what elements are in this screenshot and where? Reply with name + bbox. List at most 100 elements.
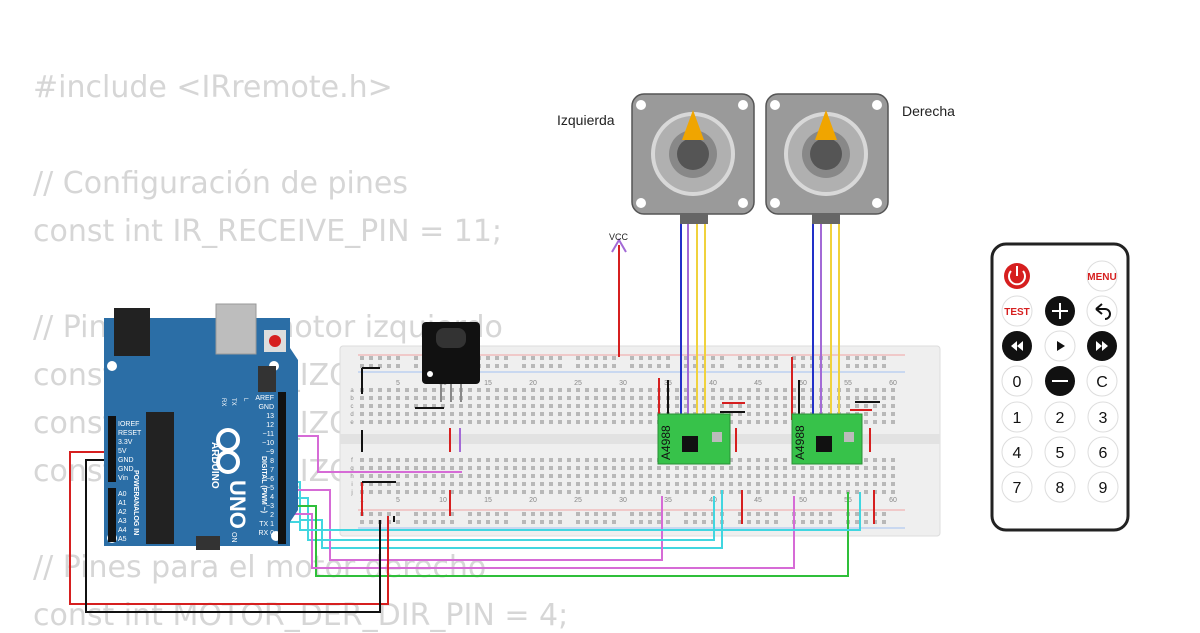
digit-label: 3 — [1099, 410, 1108, 427]
breadboard-column-label: 15 — [484, 497, 492, 504]
breadboard-column-label: 10 — [439, 497, 447, 504]
test-button — [1001, 295, 1033, 327]
digit-label: 5 — [1056, 445, 1065, 462]
digit-button[interactable] — [1044, 436, 1076, 468]
breadboard-column-label: 25 — [574, 380, 582, 387]
breadboard-row-label: a — [350, 388, 354, 394]
breadboard-column-label: 5 — [396, 380, 400, 387]
breadboard-row-label: f — [351, 458, 353, 464]
arduino-pin-label: 2 — [270, 512, 274, 519]
breadboard-column-label: 60 — [889, 497, 897, 504]
breadboard-column-label: 40 — [709, 380, 717, 387]
ir-receiver-module[interactable] — [422, 322, 480, 402]
breadboard-row-label: i — [351, 482, 352, 488]
arduino-pin-label: IOREF — [118, 421, 139, 428]
digit-button[interactable] — [1044, 471, 1076, 503]
breadboard-row-label: c — [351, 404, 354, 410]
code-line: // Configuración de pines — [33, 166, 408, 201]
arduino-pin-label: ~9 — [266, 449, 274, 456]
digit-label: 8 — [1056, 480, 1065, 497]
breadboard-column-label: 50 — [799, 497, 807, 504]
a4988-driver-left[interactable]: A4988 — [657, 413, 731, 465]
arduino-pin-label: A1 — [118, 500, 127, 507]
stepper-motor-right[interactable] — [765, 93, 889, 224]
menu-button-label: MENU — [1087, 272, 1116, 283]
arduino-pin-label: A3 — [118, 518, 127, 525]
digit-button[interactable] — [1087, 471, 1119, 503]
vcc-label: VCC — [609, 232, 629, 242]
digit-button[interactable] — [1001, 471, 1033, 503]
arduino-pin-label: GND — [118, 457, 134, 464]
arduino-analog-label: ANALOG IN — [132, 496, 139, 535]
breadboard-column-label: 25 — [574, 497, 582, 504]
code-line: const int IR_RECEIVE_PIN = 11; — [33, 214, 503, 249]
digit-button[interactable] — [1001, 436, 1033, 468]
breadboard-column-label: 45 — [754, 497, 762, 504]
arduino-pin-label: RX 0 — [258, 530, 274, 537]
arduino-uno-board[interactable]: ARDUINO UNO DIGITAL (PWM ~) POWER ANALOG… — [104, 303, 298, 550]
menu-button — [1086, 260, 1118, 292]
breadboard-column-label: 15 — [484, 380, 492, 387]
digit-button[interactable] — [1087, 401, 1119, 433]
digit-label: 4 — [1013, 445, 1022, 462]
code-line: const int MOTOR_DER_DIR_PIN = 4; — [33, 598, 569, 633]
motor-right-label: Derecha — [902, 103, 955, 119]
arduino-pin-label: ~3 — [266, 503, 274, 510]
breadboard-row-label: d — [350, 412, 353, 418]
arduino-brand: ARDUINO — [209, 442, 220, 489]
arduino-digital-label: DIGITAL (PWM ~) — [260, 456, 267, 513]
code-line: #include <IRremote.h> — [33, 70, 393, 105]
arduino-tx-label: TX — [230, 398, 236, 406]
breadboard-column-label: 20 — [529, 497, 537, 504]
digit-label: 2 — [1056, 410, 1065, 427]
clear-button — [1086, 365, 1118, 397]
arduino-pin-label: A0 — [118, 491, 127, 498]
driver-left-label: A4988 — [659, 425, 673, 460]
arduino-pin-label: 13 — [266, 413, 274, 420]
arduino-pin-label: A2 — [118, 509, 127, 516]
digit-button[interactable] — [1001, 401, 1033, 433]
digit-button[interactable] — [1044, 401, 1076, 433]
arduino-power-label: POWER — [132, 470, 139, 496]
digit-label: 6 — [1099, 445, 1108, 462]
breadboard-column-label: 50 — [799, 380, 807, 387]
digit-label: 7 — [1013, 480, 1022, 497]
breadboard-row-label: g — [350, 466, 353, 472]
a4988-driver-right[interactable]: A4988 — [791, 413, 863, 465]
arduino-pin-label: Vin — [118, 475, 128, 482]
arduino-rx-label: RX — [220, 398, 226, 406]
arduino-pin-label: TX 1 — [259, 521, 274, 528]
motor-left-label: Izquierda — [557, 112, 615, 128]
arduino-pin-label: ~6 — [266, 476, 274, 483]
arduino-pin-label: ~11 — [263, 431, 274, 438]
arduino-l-label: L — [242, 398, 248, 402]
breadboard-row-label: j — [350, 490, 352, 496]
back-button — [1086, 295, 1118, 327]
breadboard-row-label: b — [350, 396, 354, 402]
arduino-pin-label: 8 — [270, 458, 274, 465]
breadboard-column-label: 30 — [619, 497, 627, 504]
arduino-pin-label: 12 — [266, 422, 274, 429]
digit-button[interactable] — [1087, 436, 1119, 468]
breadboard-column-label: 60 — [889, 380, 897, 387]
breadboard-column-label: 30 — [619, 380, 627, 387]
stepper-motor-left[interactable] — [631, 93, 755, 224]
arduino-pin-label: 4 — [270, 494, 274, 501]
breadboard-column-label: 5 — [396, 497, 400, 504]
breadboard-row-label: e — [350, 420, 354, 426]
arduino-pin-label: ~10 — [262, 440, 274, 447]
digit-button — [1001, 365, 1033, 397]
driver-right-label: A4988 — [793, 425, 807, 460]
arduino-pin-label: GND — [258, 404, 274, 411]
arduino-pin-label: 3.3V — [118, 439, 133, 446]
arduino-pin-label: 7 — [270, 467, 274, 474]
